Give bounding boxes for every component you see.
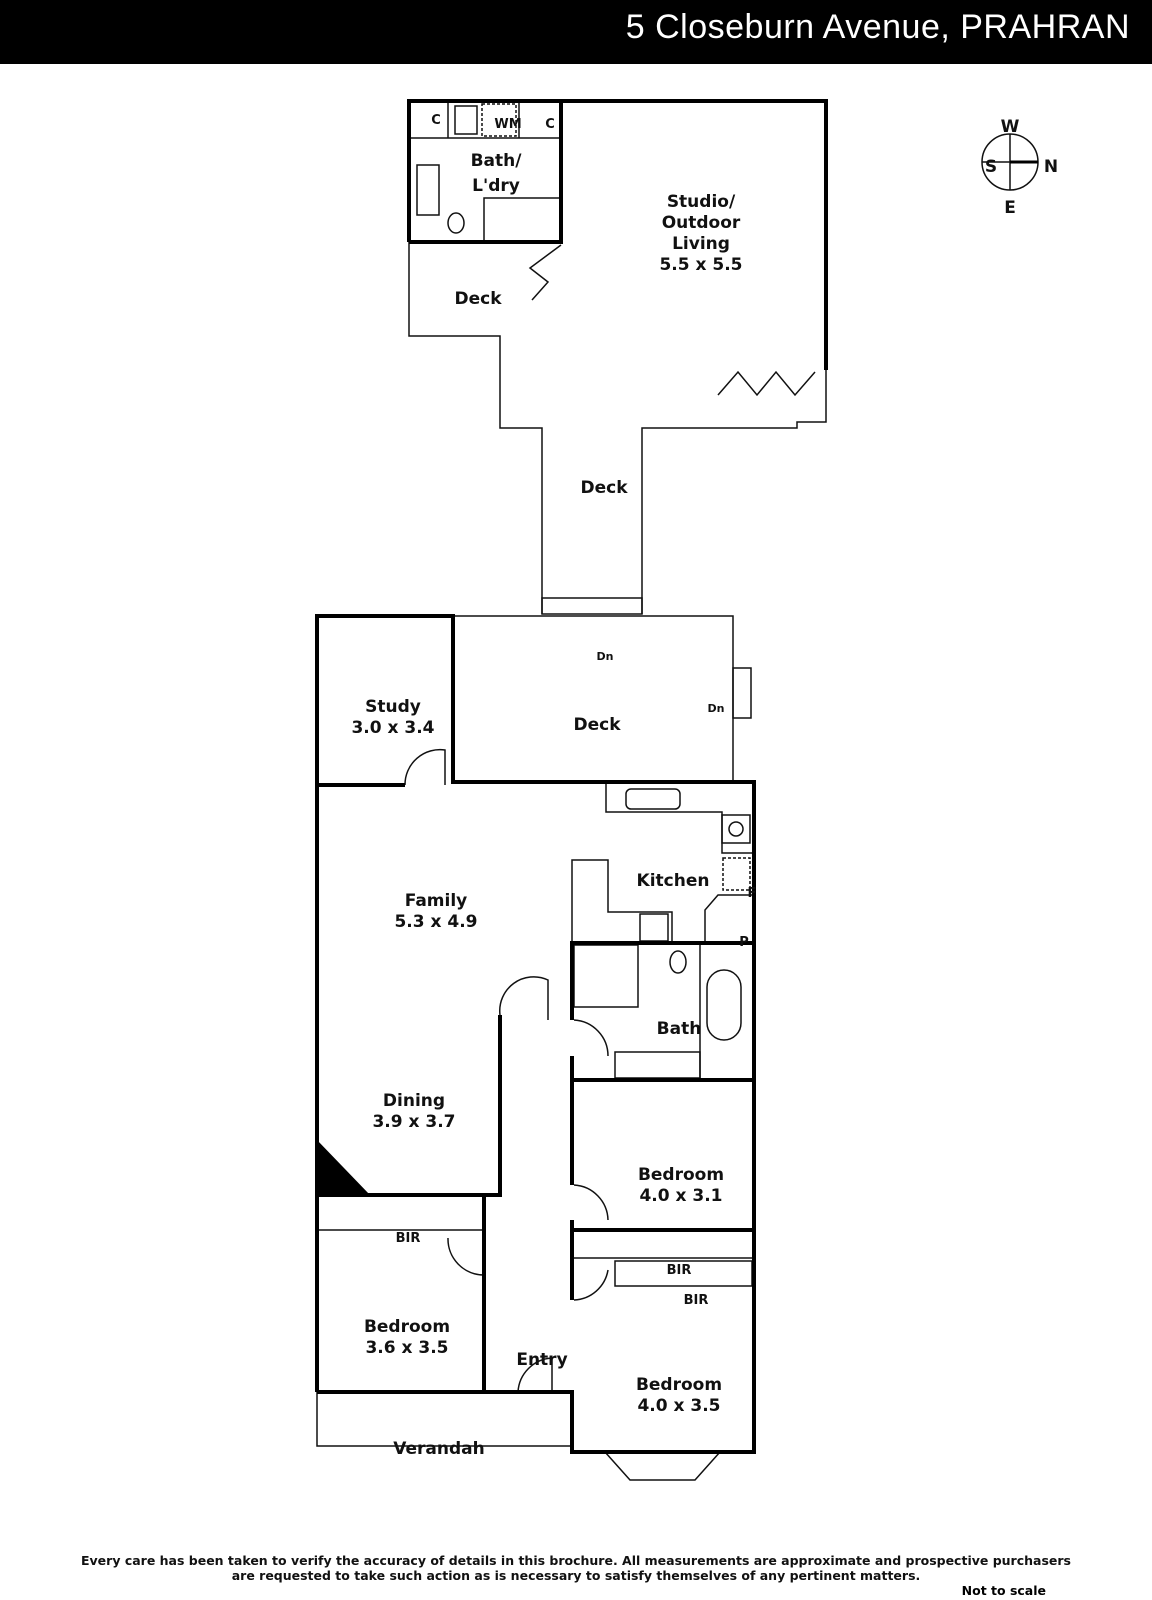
compass-north: N <box>1044 157 1058 177</box>
label-study: Study <box>365 697 421 717</box>
header-bar: 5 Closeburn Avenue, PRAHRAN <box>0 0 1152 64</box>
label-study-dimensions: 3.0 x 3.4 <box>351 718 434 738</box>
label-built-in-robe: BIR <box>396 1231 421 1246</box>
label-bedroom-dimensions: 3.6 x 3.5 <box>365 1338 448 1358</box>
label-bath-laundry: L'dry <box>472 176 520 196</box>
label-built-in-robe: BIR <box>667 1263 692 1278</box>
label-bedroom: Bedroom <box>364 1317 450 1337</box>
label-washing-machine: WM <box>494 117 521 132</box>
thin-outlines <box>316 101 827 1481</box>
disclaimer-line: are requested to take such action as is … <box>231 1568 921 1583</box>
label-family: Family <box>405 891 468 911</box>
compass: W S N E <box>981 117 1058 218</box>
corner-fill <box>317 1140 370 1195</box>
label-cupboard: C <box>431 113 441 128</box>
label-family-dimensions: 5.3 x 4.9 <box>394 912 477 932</box>
label-step-down: Dn <box>597 650 614 663</box>
label-step-down: Dn <box>708 702 725 715</box>
label-deck: Deck <box>573 715 621 735</box>
label-studio: Studio/ <box>667 192 736 212</box>
label-bedroom-dimensions: 4.0 x 3.1 <box>639 1186 722 1206</box>
label-bedroom-dimensions: 4.0 x 3.5 <box>637 1396 720 1416</box>
compass-south: S <box>985 157 997 177</box>
disclaimer: Every care has been taken to verify the … <box>0 1553 1152 1583</box>
label-studio: Living <box>672 234 730 254</box>
label-deck: Deck <box>454 289 502 309</box>
label-bedroom: Bedroom <box>638 1165 724 1185</box>
label-studio-dimensions: 5.5 x 5.5 <box>659 255 742 275</box>
compass-west: W <box>1001 117 1020 137</box>
label-built-in-robe: BIR <box>684 1293 709 1308</box>
property-address: 5 Closeburn Avenue, PRAHRAN <box>625 8 1130 46</box>
label-bath-laundry: Bath/ <box>471 151 523 171</box>
label-entry: Entry <box>516 1350 567 1370</box>
label-kitchen: Kitchen <box>637 871 710 891</box>
room-labels: C WM C Bath/ L'dry Studio/ Outdoor Livin… <box>351 113 756 1459</box>
label-pantry: P <box>739 935 749 950</box>
label-verandah: Verandah <box>393 1439 484 1459</box>
label-studio: Outdoor <box>662 213 741 233</box>
label-deck: Deck <box>580 478 628 498</box>
walls <box>315 99 828 1454</box>
scale-note: Not to scale <box>961 1583 1046 1598</box>
label-bedroom: Bedroom <box>636 1375 722 1395</box>
label-bath: Bath <box>657 1019 702 1039</box>
compass-east: E <box>1004 198 1016 218</box>
label-dining: Dining <box>383 1091 445 1111</box>
disclaimer-line: Every care has been taken to verify the … <box>80 1553 1071 1568</box>
label-dining-dimensions: 3.9 x 3.7 <box>372 1112 455 1132</box>
label-cupboard: C <box>545 117 555 132</box>
label-fridge: F <box>748 886 757 901</box>
